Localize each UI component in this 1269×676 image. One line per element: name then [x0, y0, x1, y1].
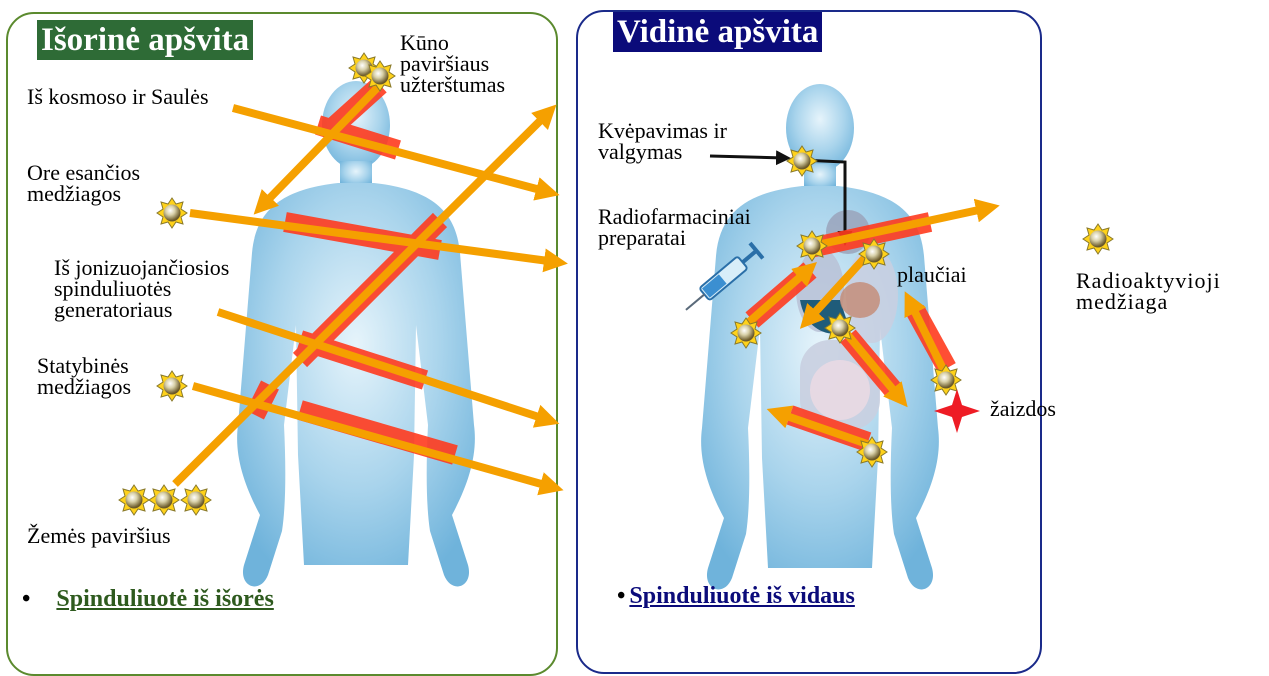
- label-building-materials: Statybinės medžiagos: [37, 355, 131, 397]
- radioactive-material-icon: [181, 485, 211, 515]
- label-radiation-generator: Iš jonizuojančiosios spinduliuotės gener…: [54, 257, 229, 320]
- external-exposure-title: Išorinė apšvita: [37, 20, 253, 60]
- bullet-internal-radiation: •Spinduliuotė iš vidaus: [617, 583, 855, 610]
- internal-exposure-title: Vidinė apšvita: [613, 12, 822, 52]
- label-cosmos-sun: Iš kosmoso ir Saulės: [27, 86, 209, 107]
- radioactive-material-icon: [365, 61, 395, 91]
- radioactive-material-icon: [797, 231, 827, 261]
- radioactive-material-icon: [157, 371, 187, 401]
- radioactive-material-icon: [157, 198, 187, 228]
- label-airborne-substances: Ore esančios medžiagos: [27, 162, 140, 204]
- label-radiopharmaceuticals: Radiofarmaciniai preparatai: [598, 206, 751, 248]
- bullet-external-text: Spinduliuotė iš išorės: [56, 586, 273, 612]
- label-lungs: plaučiai: [897, 264, 967, 285]
- radioactive-material-icon: [119, 485, 149, 515]
- bullet-internal-text: Spinduliuotė iš vidaus: [629, 583, 854, 609]
- radioactive-material-icon: [149, 485, 179, 515]
- radioactive-material-icon: [859, 239, 889, 269]
- radioactive-material-icon: [731, 318, 761, 348]
- radioactive-material-icon: [787, 146, 817, 176]
- bullet-mark: •: [22, 586, 30, 613]
- label-ground-surface: Žemės paviršius: [27, 525, 171, 546]
- radioactive-material-icon: [825, 313, 855, 343]
- label-body-surface-contamination: Kūno paviršiaus užterštumas: [400, 32, 505, 95]
- label-breathing-eating: Kvėpavimas ir valgymas: [598, 120, 727, 162]
- radioactive-material-icon: [931, 365, 961, 395]
- wound-star-icon: [934, 389, 980, 433]
- bullet-mark: •: [617, 583, 625, 610]
- external-rays: [175, 85, 556, 487]
- label-wounds: žaizdos: [990, 398, 1056, 419]
- legend-radioactive-material-label: Radioaktyvioji medžiaga: [1076, 270, 1221, 312]
- bullet-external-radiation: • Spinduliuotė iš išorės: [22, 586, 274, 613]
- radioactive-material-icon: [857, 437, 887, 467]
- radioactive-material-icon: [1083, 224, 1113, 254]
